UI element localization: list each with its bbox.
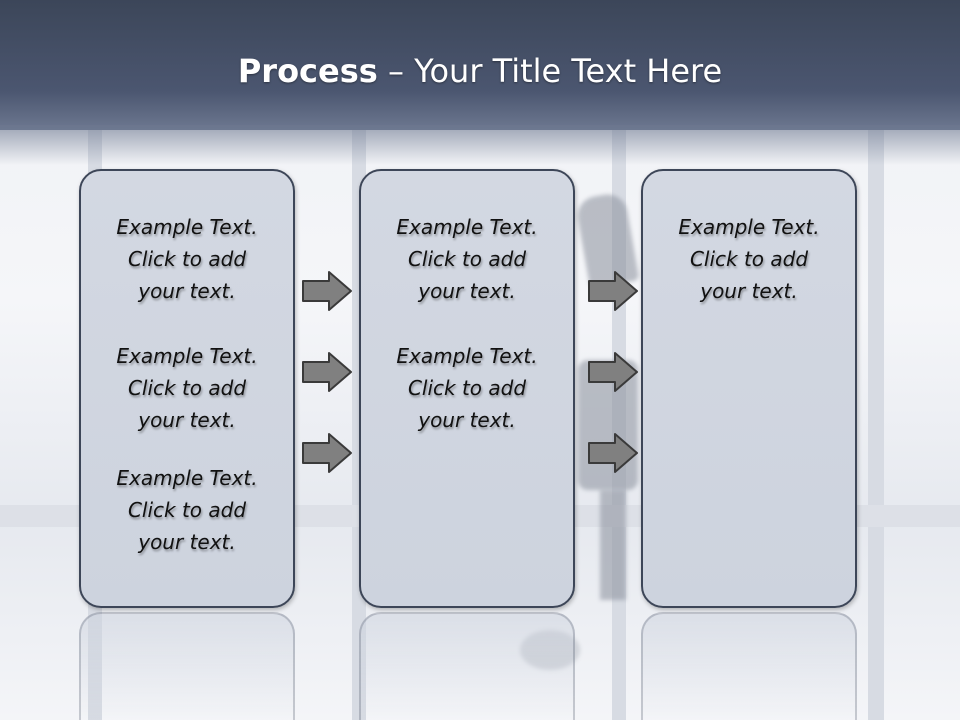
text-line: Example Text. [396, 215, 538, 239]
process-box-1[interactable]: Example Text. Click to add your text. Ex… [79, 169, 295, 608]
text-line: your text. [418, 408, 516, 432]
right-arrow-icon [588, 271, 638, 311]
text-line: Example Text. [396, 344, 538, 368]
text-line: your text. [138, 408, 236, 432]
window-mullion [868, 110, 884, 720]
text-line: Example Text. [116, 344, 258, 368]
box-reflection [641, 612, 857, 720]
text-line: your text. [138, 279, 236, 303]
box-reflection [359, 612, 575, 720]
right-arrow-icon [302, 352, 352, 392]
text-placeholder[interactable]: Example Text. Click to add your text. [361, 340, 573, 436]
text-placeholder[interactable]: Example Text. Click to add your text. [81, 211, 293, 307]
box-reflection [79, 612, 295, 720]
text-placeholder[interactable]: Example Text. Click to add your text. [81, 340, 293, 436]
slide-title[interactable]: Process – Your Title Text Here [0, 52, 960, 90]
text-line: Click to add [127, 247, 247, 271]
text-line: Click to add [689, 247, 809, 271]
right-arrow-icon [302, 433, 352, 473]
title-bold-part: Process [237, 52, 378, 90]
text-placeholder[interactable]: Example Text. Click to add your text. [643, 211, 855, 307]
text-line: Example Text. [678, 215, 820, 239]
title-bar-fade [0, 125, 960, 165]
text-line: your text. [700, 279, 798, 303]
text-line: your text. [418, 279, 516, 303]
chair-post-silhouette [600, 490, 626, 600]
title-rest-part: – Your Title Text Here [377, 52, 723, 90]
text-line: Example Text. [116, 466, 258, 490]
text-line: Click to add [407, 376, 527, 400]
title-bar [0, 0, 960, 130]
text-placeholder[interactable]: Example Text. Click to add your text. [81, 462, 293, 558]
right-arrow-icon [302, 271, 352, 311]
right-arrow-icon [588, 433, 638, 473]
text-line: Click to add [127, 498, 247, 522]
text-line: your text. [138, 530, 236, 554]
text-line: Click to add [127, 376, 247, 400]
text-line: Click to add [407, 247, 527, 271]
process-box-3[interactable]: Example Text. Click to add your text. [641, 169, 857, 608]
text-placeholder[interactable]: Example Text. Click to add your text. [361, 211, 573, 307]
text-line: Example Text. [116, 215, 258, 239]
right-arrow-icon [588, 352, 638, 392]
process-box-2[interactable]: Example Text. Click to add your text. Ex… [359, 169, 575, 608]
